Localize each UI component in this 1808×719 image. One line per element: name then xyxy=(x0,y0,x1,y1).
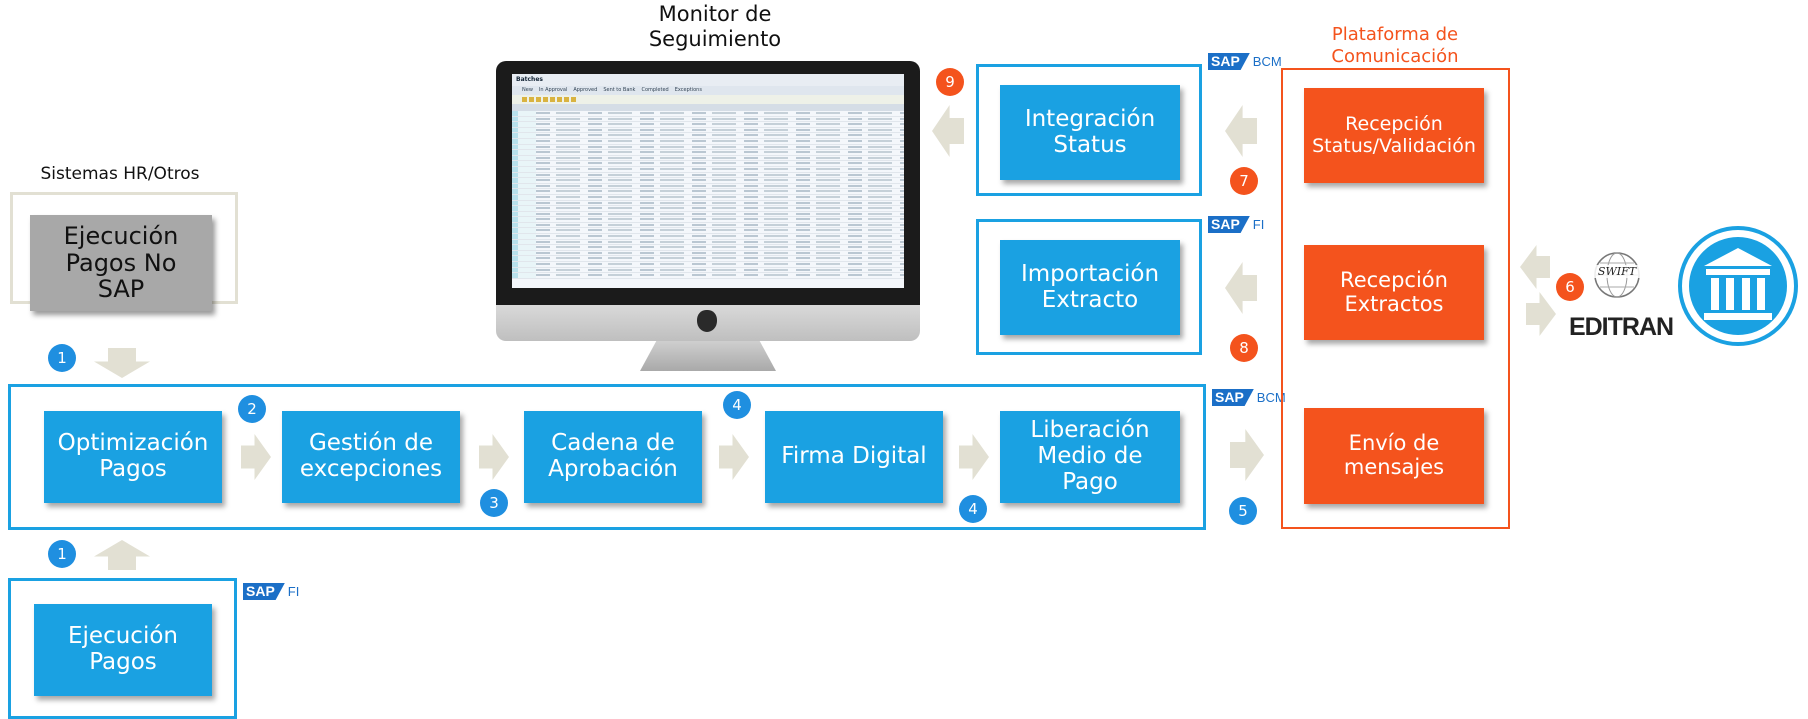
importacion-extracto-box: Importación Extracto xyxy=(1000,240,1180,335)
monitor-table-row xyxy=(512,133,904,139)
hr-systems-label: Sistemas HR/Otros xyxy=(40,164,200,184)
step-1-bottom-badge: 1 xyxy=(48,540,76,568)
monitor-table-row xyxy=(512,122,904,128)
monitor-table-row xyxy=(512,211,904,218)
monitor-table-row xyxy=(512,245,904,251)
monitor-table-row xyxy=(512,161,904,167)
monitor-table-row xyxy=(512,194,904,201)
monitor-tab: New xyxy=(522,87,533,93)
sap-fi-logo-right: SAP FI xyxy=(1208,216,1264,233)
monitor-tab: Approved xyxy=(573,87,598,93)
sap-logo-mark: SAP xyxy=(1208,53,1250,70)
monitor-table-row xyxy=(512,273,904,279)
sap-logo-mark: SAP xyxy=(243,583,285,600)
sap-bcm-logo-top: SAP BCM xyxy=(1208,53,1282,70)
sap-logo-mark: SAP xyxy=(1212,389,1254,406)
step-3-badge: 3 xyxy=(480,489,508,517)
apple-icon xyxy=(697,310,717,332)
monitor-stand xyxy=(640,341,776,371)
step-4-bottom-badge: 4 xyxy=(959,495,987,523)
monitor-table xyxy=(512,111,904,279)
left-arrow-icon xyxy=(1520,245,1550,289)
monitor-table-row xyxy=(512,239,904,246)
sap-module-label: BCM xyxy=(1252,54,1282,69)
swift-label: SWIFT xyxy=(1594,265,1640,279)
monitor-table-row xyxy=(512,166,904,173)
step-2-badge: 2 xyxy=(238,395,266,423)
platform-title: Plataforma de Comunicación xyxy=(1331,24,1459,67)
step-5-badge: 5 xyxy=(1229,497,1257,525)
step-8-badge: 8 xyxy=(1230,334,1258,362)
monitor-table-row xyxy=(512,116,904,123)
importacion-frame xyxy=(976,219,1202,355)
monitor-table-row xyxy=(512,206,904,212)
right-arrow-icon xyxy=(1526,292,1556,336)
monitor-tab: In Approval xyxy=(538,87,568,93)
monitor-table-row xyxy=(512,150,904,156)
monitor-title: Monitor de Seguimiento xyxy=(648,2,782,52)
monitor-table-row xyxy=(512,262,904,268)
down-arrow-icon xyxy=(94,348,150,378)
sap-module-label: FI xyxy=(1252,217,1265,232)
gestion-excepciones-box: Gestión de excepciones xyxy=(282,411,460,503)
cadena-aprobacion-box: Cadena de Aprobación xyxy=(524,411,702,503)
sap-fi-logo-bottom: SAP FI xyxy=(243,583,299,600)
sap-module-label: FI xyxy=(287,584,300,599)
monitor-tab: Sent to Bank xyxy=(603,87,636,93)
monitor-table-row xyxy=(512,183,904,190)
process-frame xyxy=(8,384,1206,530)
monitor-screen: Batches New In Approval Approved Sent to… xyxy=(512,74,904,288)
monitor-table-row xyxy=(512,127,904,134)
left-arrow-icon xyxy=(1225,262,1257,314)
up-arrow-icon xyxy=(94,540,150,570)
monitor-table-header xyxy=(512,104,904,111)
bank-icon xyxy=(1676,224,1800,348)
integracion-status-box: Integración Status xyxy=(1000,85,1180,180)
monitor-table-row xyxy=(512,189,904,195)
sap-bcm-logo-mid: SAP BCM xyxy=(1212,389,1286,406)
sap-fi-frame xyxy=(8,578,237,719)
left-arrow-icon xyxy=(1225,105,1257,157)
sap-module-label: BCM xyxy=(1256,390,1286,405)
monitor-table-row xyxy=(512,178,904,184)
recepcion-extractos-box: Recepción Extractos xyxy=(1304,245,1484,340)
monitor-tab: Completed xyxy=(641,87,669,93)
monitor-tabs: New In Approval Approved Sent to Bank Co… xyxy=(512,86,904,95)
monitor-tab: Exceptions xyxy=(674,87,702,93)
monitor-table-row xyxy=(512,234,904,240)
monitor-table-row xyxy=(512,267,904,274)
envio-mensajes-box: Envío de mensajes xyxy=(1304,408,1484,504)
monitor-table-row xyxy=(512,256,904,263)
monitor-table-row xyxy=(512,155,904,162)
step-7-badge: 7 xyxy=(1230,167,1258,195)
monitor-table-row xyxy=(512,172,904,179)
integracion-frame xyxy=(976,64,1202,196)
optimizacion-box: Optimización Pagos xyxy=(44,411,222,503)
step-6-badge: 6 xyxy=(1556,273,1584,301)
monitor-table-row xyxy=(512,217,904,223)
firma-digital-box: Firma Digital xyxy=(765,411,943,503)
right-arrow-icon xyxy=(1230,429,1264,481)
editran-label: EDITRAN xyxy=(1568,313,1674,341)
platform-frame xyxy=(1281,68,1510,529)
monitor-table-row xyxy=(512,111,904,117)
monitor-window-title: Batches xyxy=(512,74,904,86)
ejecucion-pagos-box: Ejecución Pagos xyxy=(34,604,212,696)
left-arrow-icon xyxy=(932,105,964,157)
monitor-table-row xyxy=(512,222,904,229)
step-4-top-badge: 4 xyxy=(723,391,751,419)
monitor-table-row xyxy=(512,228,904,235)
step-1-badge: 1 xyxy=(48,344,76,372)
monitor-table-row xyxy=(512,200,904,207)
step-9-badge: 9 xyxy=(936,68,964,96)
sap-logo-mark: SAP xyxy=(1208,216,1250,233)
ejecucion-no-sap-box: Ejecución Pagos No SAP xyxy=(30,215,212,311)
recepcion-status-box: Recepción Status/Validación xyxy=(1304,88,1484,183)
monitor-table-row xyxy=(512,144,904,151)
monitor-table-row xyxy=(512,250,904,257)
liberacion-medio-pago-box: Liberación Medio de Pago xyxy=(1000,411,1180,503)
monitor-toolbar xyxy=(512,95,904,104)
monitor-table-row xyxy=(512,138,904,145)
